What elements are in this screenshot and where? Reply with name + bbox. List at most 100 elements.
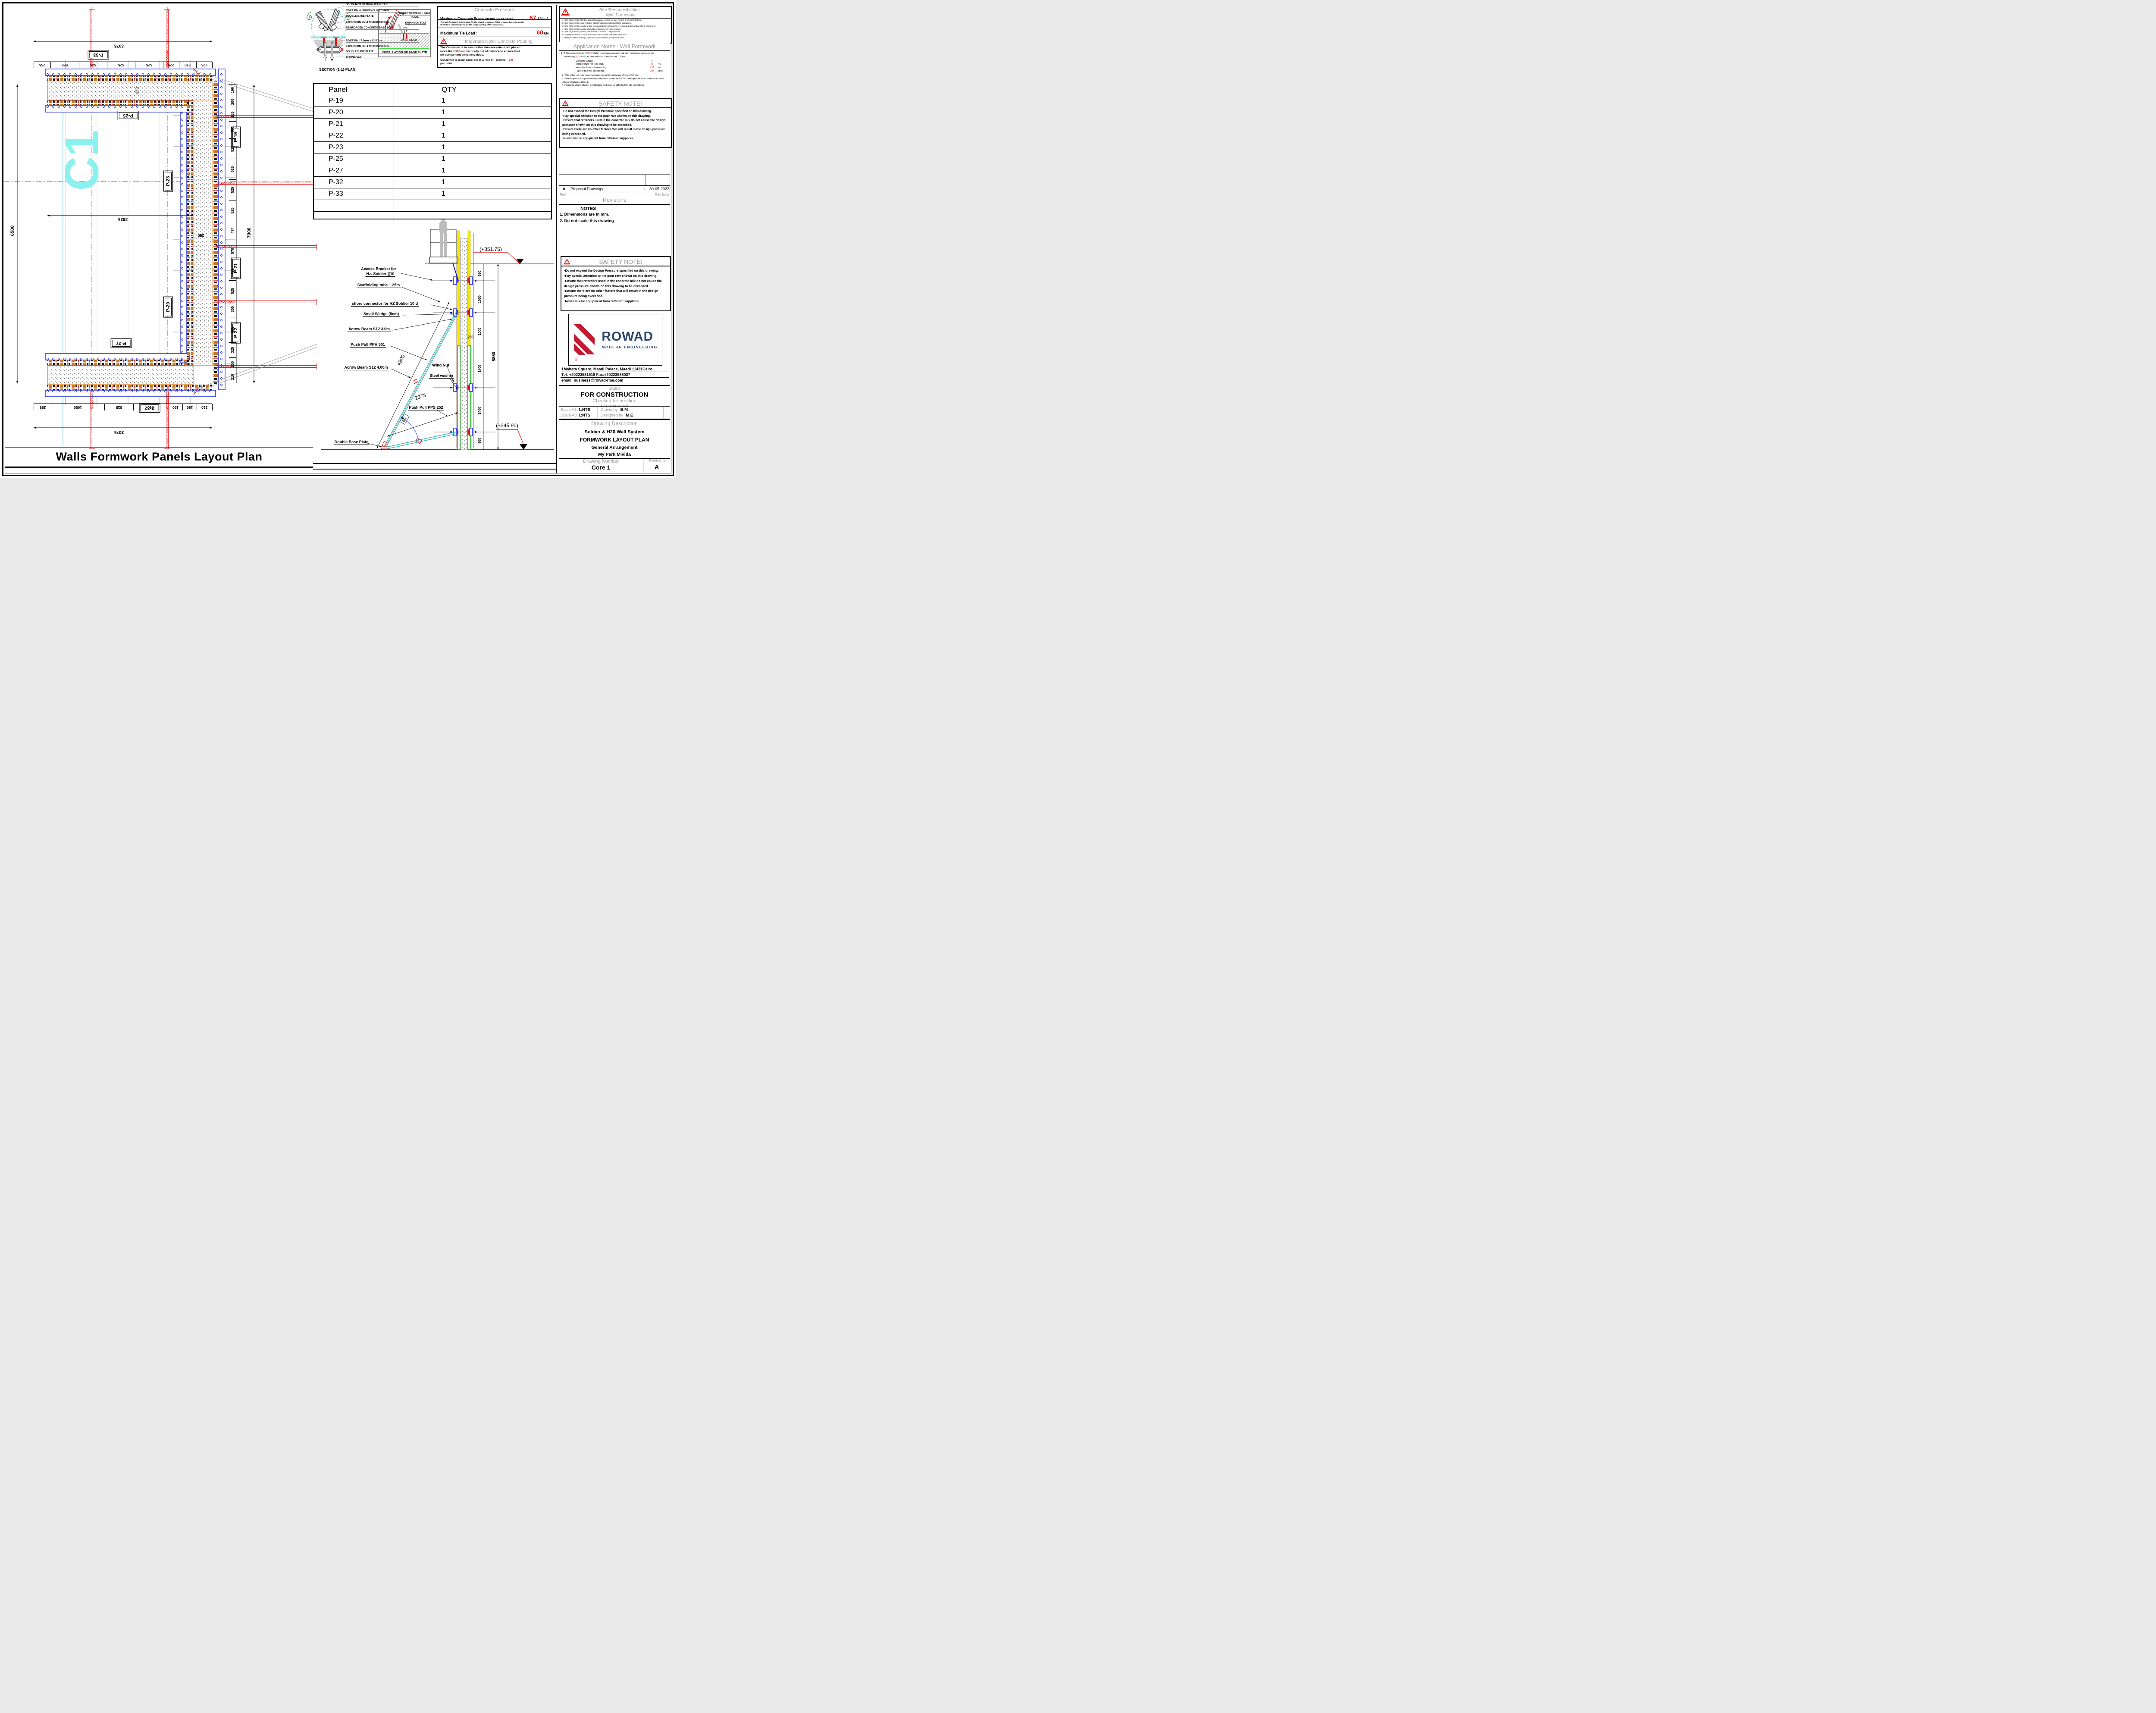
bp-label1: SINGLE OR DOUBLE BASE <box>399 12 431 16</box>
application-notes-box: Application Notes : Wall Formwork 1. A C… <box>559 42 670 99</box>
site-resp-list: 1. Site Engineer to refer to equipment g… <box>562 19 656 39</box>
panel-tag-p20: P-20 <box>164 294 172 320</box>
cp-tie-label: Maximum Tie Load : <box>440 31 478 36</box>
revisions-block: A Proposal Drawings 30-05-2022 Rev Rev D… <box>559 174 670 225</box>
label-pph-501: Push Pull PPH 501 <box>350 342 386 348</box>
table-row: P-27 1 <box>314 165 551 176</box>
panel-qty-table: Panel QTY P-19 1 P-20 1 P-21 1 P-22 1 P-… <box>313 83 552 223</box>
table-row: P-19 1 <box>314 95 551 106</box>
registered-mark: ® <box>575 358 577 362</box>
panel-tag-p25: P-25 <box>117 111 139 120</box>
col-header-qty: QTY <box>442 85 457 94</box>
bp-label2: EXPANSION BOLT <box>405 22 426 25</box>
drawing-desc-line3: General Arrangement <box>591 445 638 450</box>
status-sub-1: Checked for erection <box>592 398 636 404</box>
scale-a3-value: 1:NTS <box>578 413 590 418</box>
bp-label1b: PLATE <box>411 16 419 19</box>
rev-date-col-label: Rev Date <box>655 193 669 197</box>
drawing-number-label: Drawing Number <box>583 459 619 464</box>
plan-walls <box>47 81 213 385</box>
cp-max-pressure-label: Maximum Concrete Pressure not to exceed … <box>440 17 515 21</box>
dim-left-overall: 6500 <box>10 225 15 236</box>
bp-label3: BASE SLAB <box>401 38 417 42</box>
cp-title: Concrete Pressure <box>474 7 514 13</box>
drawing-desc-line1: Soldier & H20 Wall System <box>584 429 645 435</box>
section-overall-5850: 5850 <box>492 351 497 362</box>
label-acrow-3: Acrow Beam S12 3.0m <box>347 327 391 332</box>
site-resp-title-2: Wall Formwork <box>605 13 636 18</box>
scale-a3-label: Scale A3 <box>561 413 577 418</box>
drawing-sheet: C1 P-33 P-25 P-27 P-32 P-19 P-21 P-22 P-… <box>0 0 676 478</box>
plan-grid-lines <box>3 7 313 448</box>
drawing-desc-title: Drawing Description <box>591 420 638 426</box>
label-pps-252: Push Pull PPS 252 <box>408 405 444 410</box>
cp-pour-3: no overturning effect develops. <box>440 53 484 57</box>
concrete-pressure-panel: Concrete Pressure Maximum Concrete Press… <box>437 6 552 68</box>
section-marker-1: 1 <box>308 16 310 19</box>
logo-tagline: MODERN ENGINEERING <box>602 345 658 349</box>
label-shore-connector: shore connector for HZ Soldier 10 U <box>351 301 420 307</box>
section-wall-thk: 250 <box>467 335 473 339</box>
status-block: Status FOR CONSTRUCTION Checked for erec… <box>559 386 670 409</box>
label-access-bracket-1: Access Bracket for <box>361 266 396 271</box>
drawing-number-block: Drawing Number Core 1 Revision A <box>559 459 670 473</box>
app-notes-title: Application Notes : Wall Formwork <box>573 44 656 50</box>
cp-max-pressure-value: 67 <box>529 14 536 21</box>
site-resp-title-1: Site Responsibilities : <box>599 7 642 13</box>
scale-block: Scale A1 1:NTS Drawn by B.M Scale A3 1:N… <box>559 407 670 418</box>
dim-wall-thk-right: 260 <box>197 233 204 238</box>
dim-brace-4900: 4900 <box>395 353 407 367</box>
site-responsibilities-box: ! Site Responsibilities : Wall Formwork … <box>559 6 672 44</box>
revision-value: A <box>654 463 659 470</box>
label-acrow-4: Acrow Beam S12 4.00m <box>343 365 389 370</box>
cp-rate-2: per hour. <box>440 62 453 66</box>
cp-note-2: deflection and/or failures are the respo… <box>440 24 504 27</box>
app-note-1b: exceeding 67 kN/m² as derived from Ciria… <box>564 55 627 58</box>
drawn-by-label: Drawn by <box>600 407 618 412</box>
plan-dimension-lines <box>16 40 255 429</box>
table-row: P-23 1 <box>314 141 551 153</box>
table-row: P-25 1 <box>314 153 551 165</box>
cp-note-1: The wall formwork is designed for the st… <box>440 22 525 24</box>
safety-note-box-1: ! SAFETY NOTE! ·Do not exceed the Design… <box>559 98 672 148</box>
elevation-bottom: (+345.90) <box>496 423 518 429</box>
scale-a1-value: 1:NTS <box>578 407 590 412</box>
param-row: Height of form not exceeding 5.51 m <box>576 66 661 69</box>
label-scaffolding: Scaffolding tube 1.25m <box>356 283 401 288</box>
safety-note-box-2: ! SAFETY NOTE! ·Do not exceed the Design… <box>561 256 671 311</box>
panel-table-body: P-19 1 P-20 1 P-21 1 P-22 1 P-23 1 P-25 … <box>314 95 551 223</box>
label-access-bracket-2: Hz. Soldier ][10 <box>365 272 395 277</box>
logo-name: ROWAD <box>602 329 654 344</box>
cp-rate: Customer to pour concrete at a rate of m… <box>440 58 513 62</box>
label-double-base-plate: Double Base Plate <box>333 440 370 445</box>
core-label: C1 <box>55 130 109 191</box>
revision-label: Revision <box>648 459 665 463</box>
rowad-logo-chevrons <box>574 324 595 355</box>
warning-icon: ! <box>562 100 569 106</box>
dim-wall-thk-top: 250 <box>135 87 139 94</box>
drawing-number-value: Core 1 <box>591 464 611 471</box>
warning-icon: ! <box>561 8 570 16</box>
param-row: Temperature not less than 25 °C <box>576 63 661 66</box>
designed-by-value: M.E <box>626 413 633 418</box>
scale-a1-label: Scale A1 <box>561 407 577 412</box>
section-elevation <box>321 215 554 450</box>
table-row: P-20 1 <box>314 106 551 118</box>
table-row: P-22 1 <box>314 130 551 141</box>
app-notes-list: 2. This schemes has been designed using … <box>562 74 664 87</box>
plan-scaffold-tubes <box>191 68 320 395</box>
warning-icon: ! <box>440 38 448 45</box>
table-row: P-21 1 <box>314 118 551 130</box>
param-row: Concrete Group 6 <box>576 60 653 63</box>
table-row <box>314 200 551 211</box>
safety-bullets-2: ·Do not exceed the Design Pressure speci… <box>564 269 662 304</box>
dim-inner-span: 2825 <box>118 216 128 222</box>
safety-title: SAFETY NOTE! <box>599 100 642 107</box>
panel-table-header: Panel QTY <box>314 84 551 95</box>
rev-col-label: Rev <box>560 193 566 197</box>
label-steel-washer: Steel washer <box>429 373 454 379</box>
